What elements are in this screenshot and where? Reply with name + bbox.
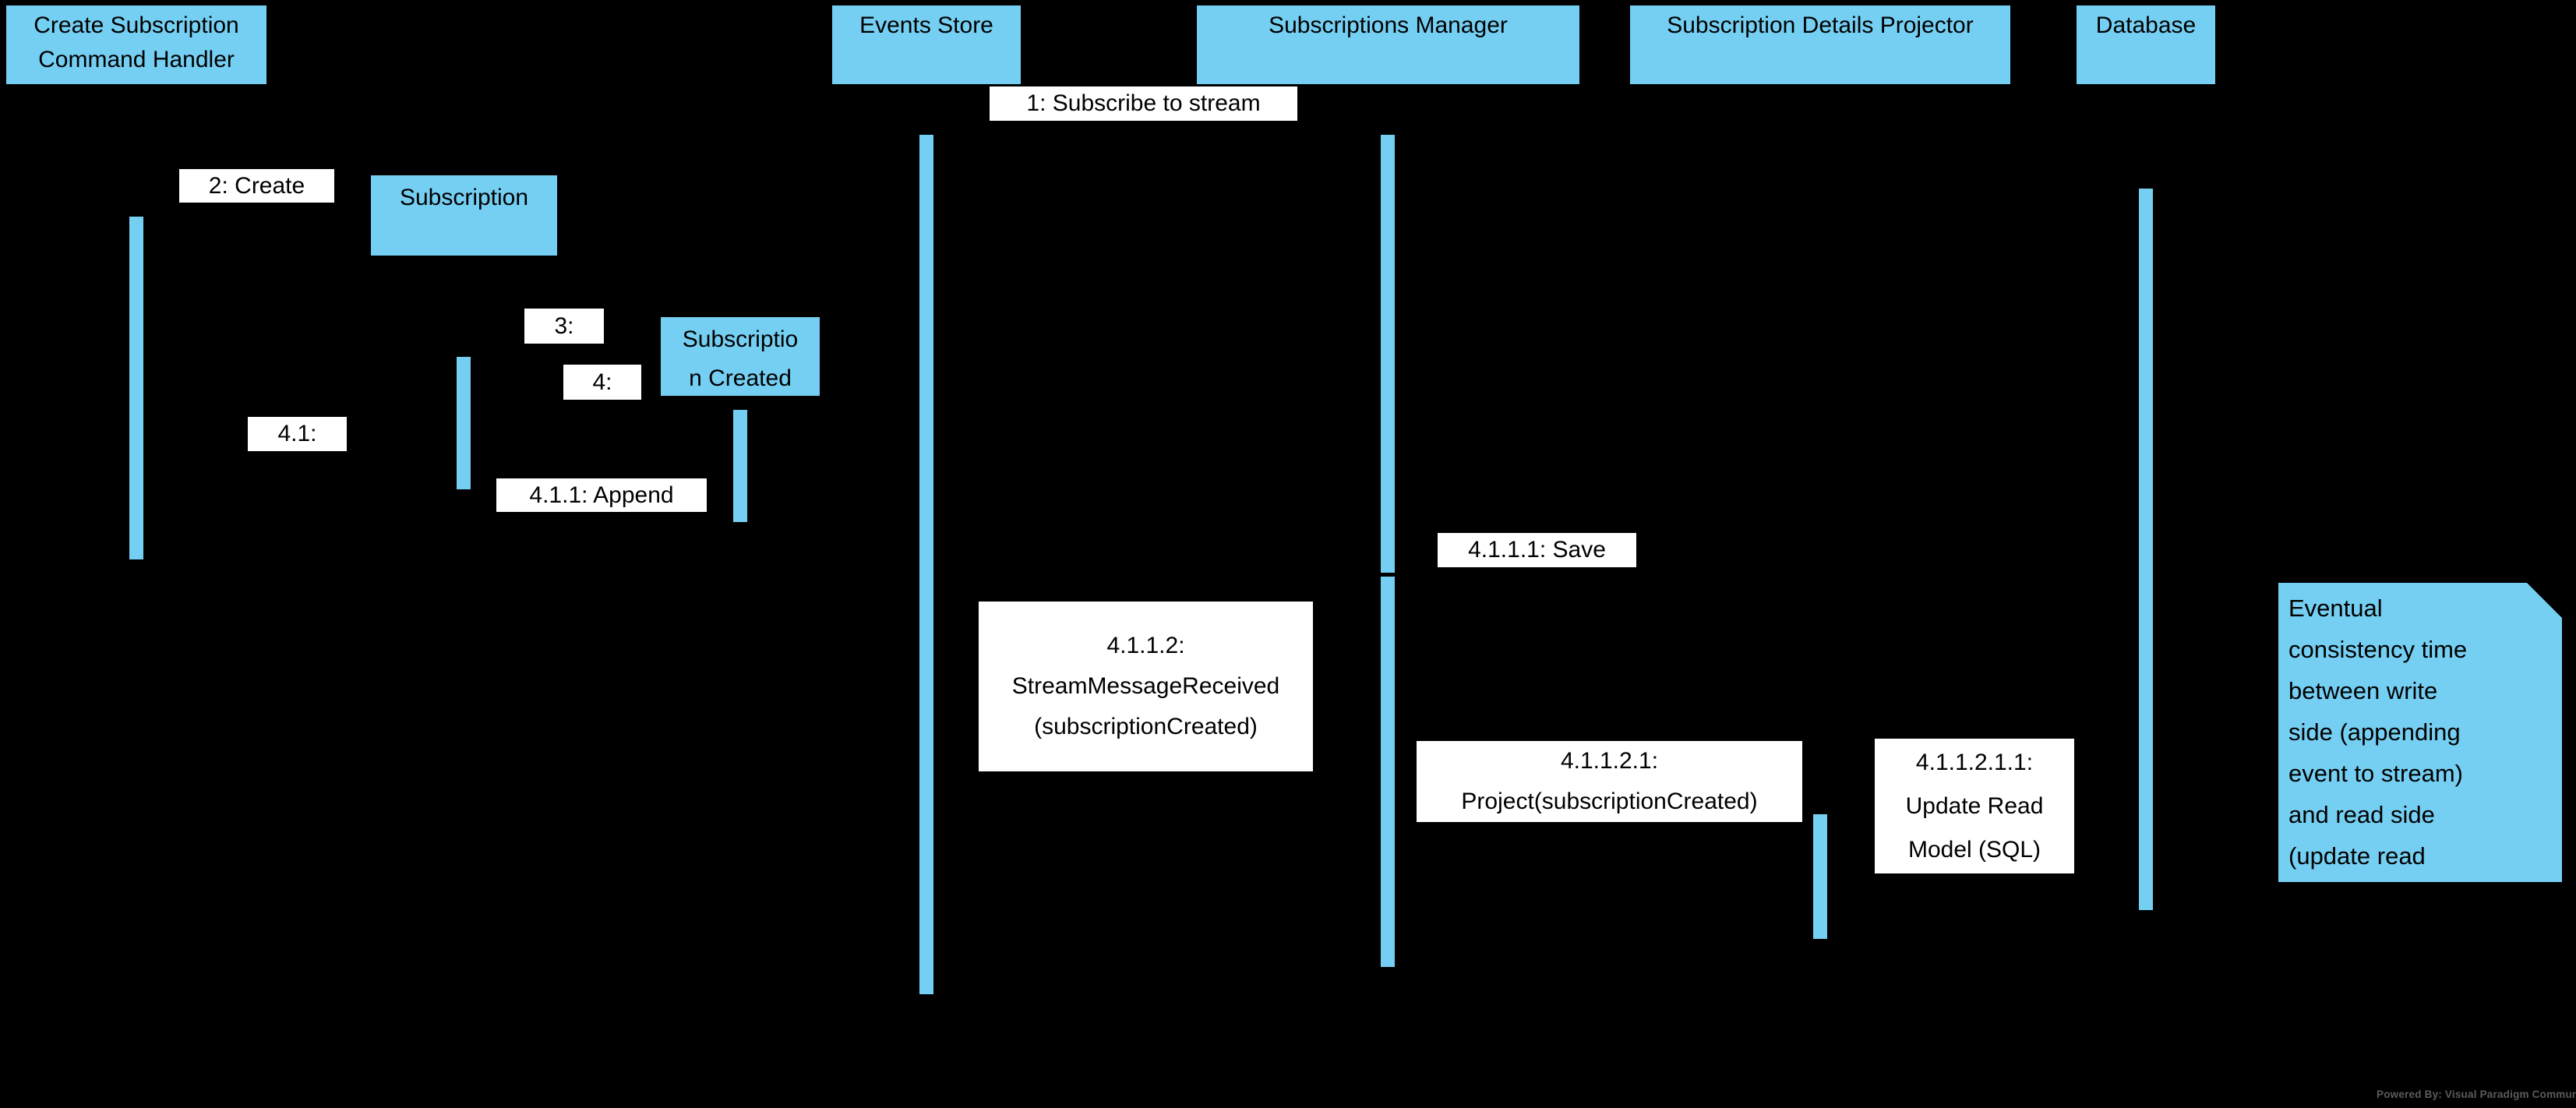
- activation-bar-events-store: [919, 135, 933, 994]
- message-label-subscribe-to-stream: 1: Subscribe to stream: [990, 86, 1297, 121]
- lifeline-head-subscription-details-projector: Subscription Details Projector: [1630, 5, 2010, 84]
- lifeline-head-create-subscription-command-handler: Create Subscription Command Handler: [6, 5, 266, 84]
- message-label-create: 2: Create: [179, 169, 334, 203]
- activation-bar-subscriptions-manager-1: [1381, 135, 1395, 573]
- lifeline-head-events-store: Events Store: [832, 5, 1021, 84]
- activation-bar-subscription-details-projector: [1813, 814, 1827, 939]
- message-label-append: 4.1.1: Append: [496, 478, 707, 512]
- message-label-4: 4:: [563, 365, 641, 400]
- powered-by-text: Powered By: Visual Paradigm Community Ed…: [2377, 1088, 2576, 1100]
- activation-bar-command-handler: [129, 217, 143, 559]
- lifeline-head-database: Database: [2077, 5, 2215, 84]
- created-object-subscription-created: Subscriptio n Created: [661, 317, 820, 396]
- powered-by-footer: Powered By: Visual Paradigm Community Ed…: [2377, 1085, 2576, 1103]
- message-label-3: 3:: [524, 309, 604, 344]
- activation-bar-subscription-created: [733, 410, 747, 522]
- message-label-save: 4.1.1.1: Save: [1438, 533, 1636, 567]
- message-label-stream-message-received: 4.1.1.2: StreamMessageReceived (subscrip…: [979, 602, 1313, 771]
- message-label-update-read-model: 4.1.1.2.1.1: Update Read Model (SQL): [1875, 739, 2074, 873]
- created-object-subscription: Subscription: [371, 175, 557, 256]
- activation-bar-subscription: [457, 357, 471, 489]
- activation-bar-database: [2139, 189, 2153, 910]
- message-label-4-1: 4.1:: [248, 417, 347, 451]
- message-label-project-subscription-created: 4.1.1.2.1: Project(subscriptionCreated): [1417, 741, 1802, 822]
- activation-bar-subscriptions-manager-2: [1381, 577, 1395, 967]
- lifeline-head-subscriptions-manager: Subscriptions Manager: [1197, 5, 1579, 84]
- note-eventual-consistency: Eventual consistency time between write …: [2278, 583, 2562, 882]
